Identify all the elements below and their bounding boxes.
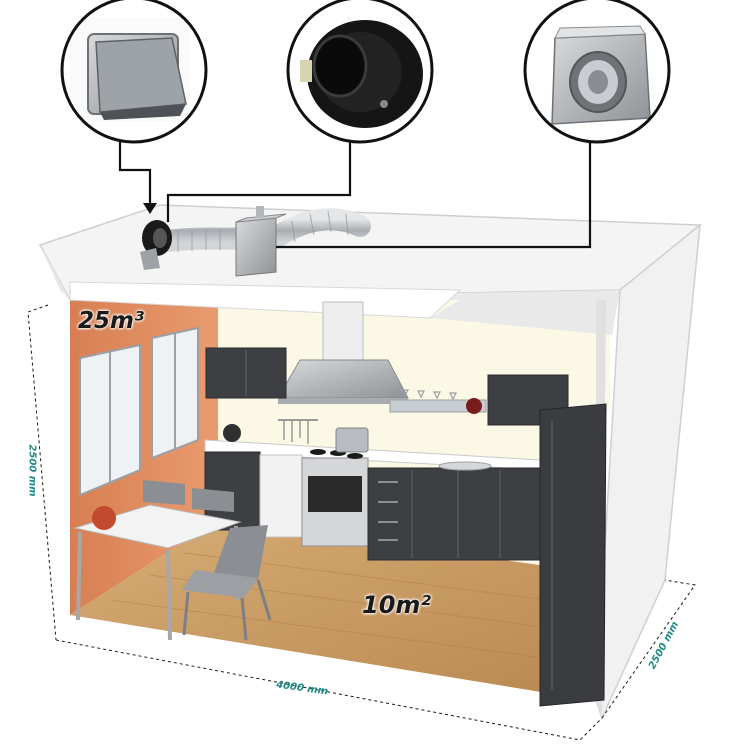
floor-area-label: 10m² (362, 591, 431, 619)
dining-table-top (73, 504, 242, 549)
wine-decanter (466, 398, 482, 414)
arrow-head (143, 203, 157, 214)
connector-lines (118, 140, 592, 249)
chair-back-left (143, 480, 185, 505)
silencer-box-icon (551, 25, 651, 125)
ceiling-outlet (140, 248, 160, 270)
dishwasher (259, 454, 303, 538)
cooking-pot (335, 427, 369, 453)
chair-back-right (192, 488, 234, 512)
duct-fan-icon (300, 20, 423, 128)
dimension-lines (27, 304, 696, 741)
ceiling-silencer-box (235, 206, 287, 277)
floor (70, 520, 590, 700)
tall-cabinet (539, 403, 607, 707)
height-dimension-label: 2500 mm (26, 444, 38, 497)
sink (438, 461, 492, 471)
lower-cabinet-right (367, 467, 541, 561)
kettle (223, 424, 241, 442)
chair-front (182, 525, 272, 641)
external-hood-icon (70, 18, 190, 122)
callout-silencer-box (523, 0, 671, 144)
window-left (79, 343, 141, 497)
callout-external-hood (60, 0, 208, 144)
callout-duct-fan (286, 0, 434, 144)
window-right (151, 326, 199, 460)
range-hood (277, 301, 409, 404)
glass-shelf (389, 399, 487, 413)
fruit-bowl (92, 506, 116, 530)
cooktop-burners (310, 449, 363, 459)
room-volume-label: 25m³ (78, 308, 145, 334)
ceiling-front-edge (40, 245, 620, 335)
